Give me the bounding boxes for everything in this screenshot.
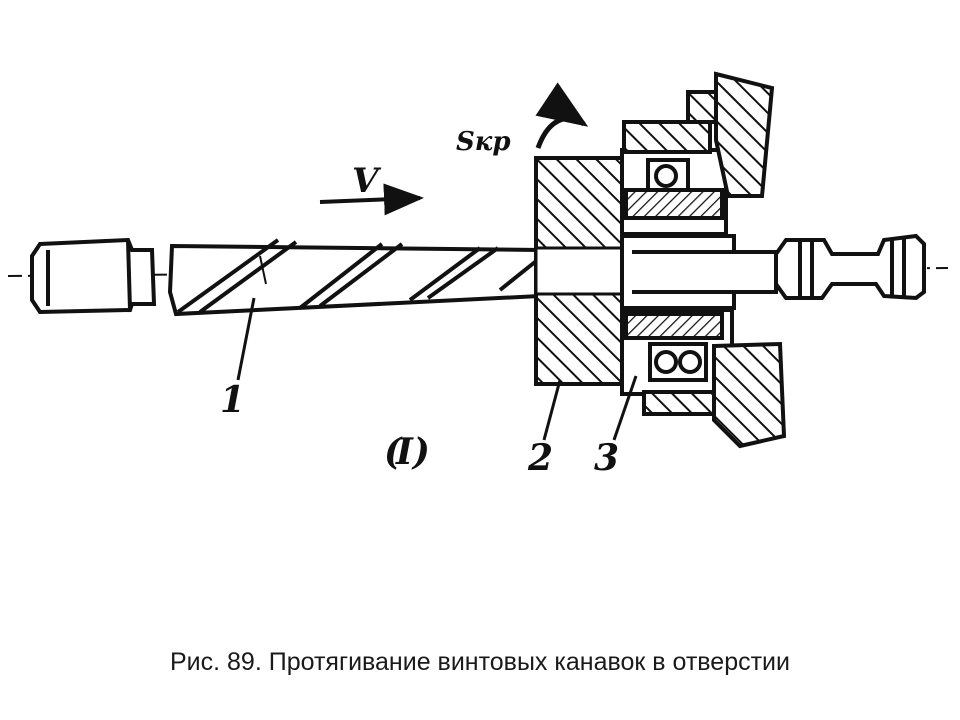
broach-puller-end <box>774 233 926 301</box>
figure-caption: Рис. 89. Протягивание винтовых канавок в… <box>170 648 790 676</box>
broach-tool <box>167 238 542 317</box>
guide-sleeve <box>620 234 778 310</box>
rotational-feed: Sкр <box>456 82 589 157</box>
view-label: I) <box>395 431 430 473</box>
view-label-open: ( <box>384 431 403 473</box>
workpiece <box>534 156 624 386</box>
part-label-3: 3 <box>594 437 619 479</box>
broach-shank <box>30 237 157 315</box>
part-label-1: 1 <box>220 379 245 421</box>
velocity-arrow: V <box>319 161 424 216</box>
bearing-housing-upper <box>620 71 775 236</box>
leader-lines <box>236 297 638 441</box>
rotation-feed-label: Sкр <box>456 127 511 157</box>
velocity-label: V <box>352 161 382 201</box>
bearing-housing-lower <box>620 308 787 449</box>
part-label-2: 2 <box>527 437 553 479</box>
